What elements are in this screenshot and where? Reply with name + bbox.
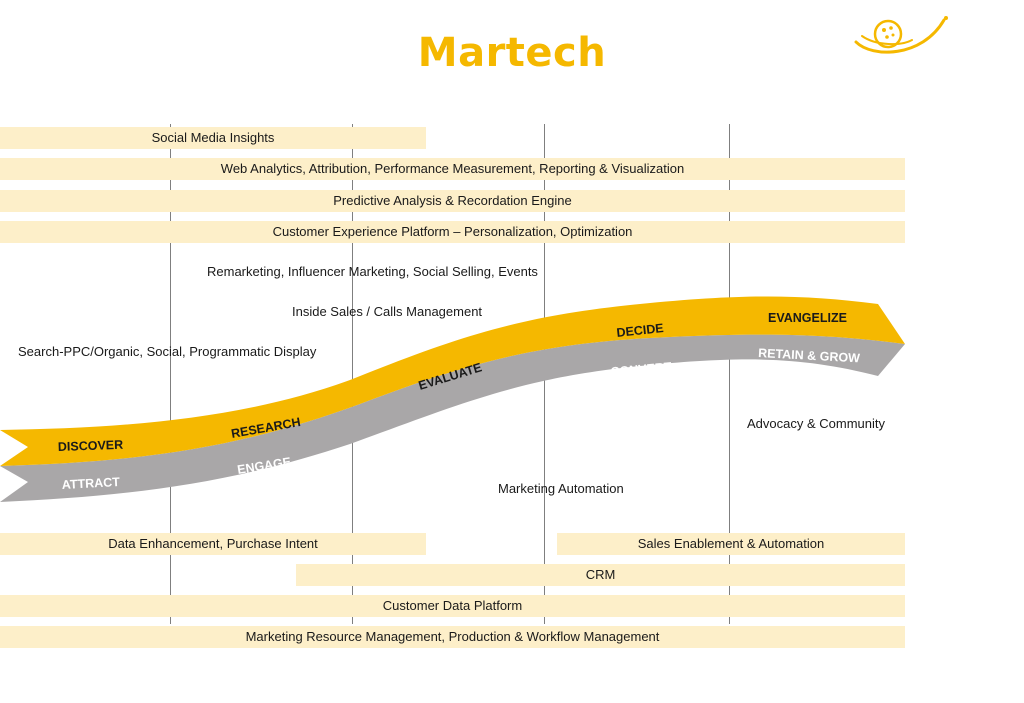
stage-evangelize: EVANGELIZE [768,311,847,325]
ribbon-yellow [0,296,905,466]
tool-bar-marketing-resource-management: Marketing Resource Management, Productio… [0,626,905,648]
stage-divider-line [729,124,730,624]
tool-bar-sales-enablement: Sales Enablement & Automation [557,533,905,555]
label-inside-sales: Inside Sales / Calls Management [292,304,483,319]
label-remarketing: Remarketing, Influencer Marketing, Socia… [207,264,538,279]
label-search: Search-PPC/Organic, Social, Programmatic… [18,344,317,359]
stage-convert: CONVERT [610,360,672,379]
brand-logo-icon [854,16,948,54]
page-title: Martech [417,30,607,76]
stage-decide: DECIDE [616,321,664,340]
tool-bar-social-media-insights: Social Media Insights [0,127,426,149]
tool-bar-customer-data-platform: Customer Data Platform [0,595,905,617]
label-marketing-automation: Marketing Automation [498,481,624,496]
tool-bar-crm: CRM [296,564,905,586]
tool-bar-data-enhancement: Data Enhancement, Purchase Intent [0,533,426,555]
tool-bar-predictive-analysis: Predictive Analysis & Recordation Engine [0,190,905,212]
tool-bar-customer-experience-platform: Customer Experience Platform – Personali… [0,221,905,243]
stage-retain-grow: RETAIN & GROW [758,346,861,365]
label-advocacy: Advocacy & Community [747,416,885,431]
stage-discover: DISCOVER [58,438,124,454]
tool-bar-web-analytics: Web Analytics, Attribution, Performance … [0,158,905,180]
stage-divider-line [170,124,171,624]
stage-attract: ATTRACT [61,475,120,492]
stage-divider-line [352,124,353,624]
ribbon-grey [0,334,905,502]
